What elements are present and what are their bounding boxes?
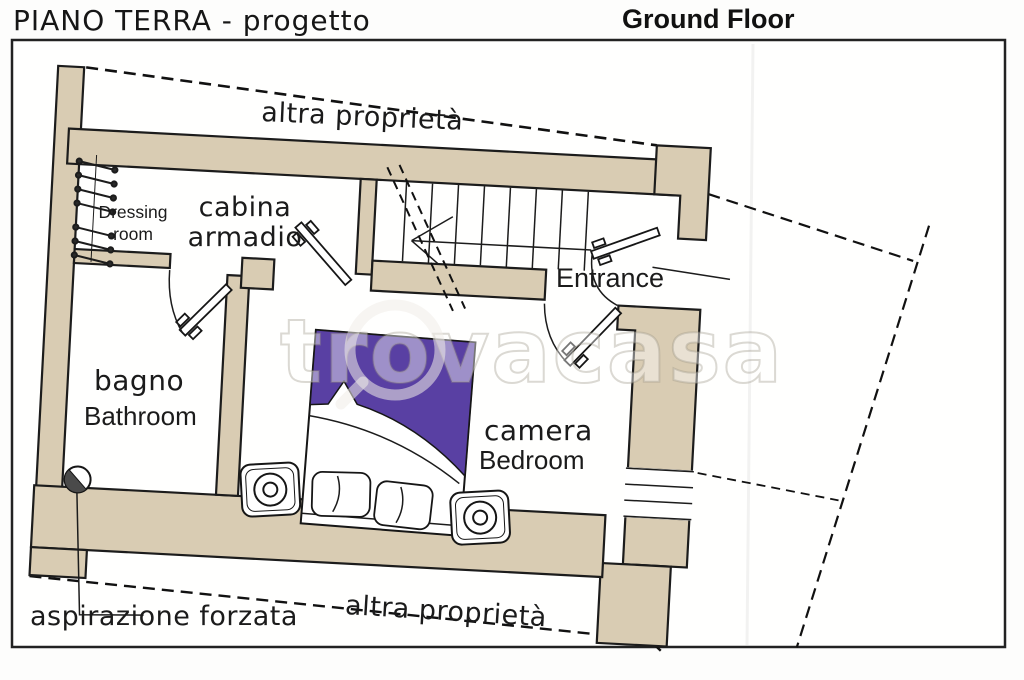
pillow-icon [310,470,372,518]
wall-stair-south [369,259,548,301]
wall-stub-post [239,256,276,291]
dashed-top-boundary [85,66,658,147]
label-bedroom: Bedroom [479,445,585,475]
label-dressing-line2: room [113,223,153,244]
label-dressing-line1: Dressing [98,202,168,222]
nightstand-icon [449,489,511,546]
label-cabina-line1: cabina [198,192,292,223]
scan-crease [745,43,755,646]
bed-sheet-fold-line [309,414,460,485]
vent-leader-line [76,492,144,616]
label-bagno: bagno [94,364,185,397]
label-dressing-room: Dressing room [95,202,171,246]
label-forced-ventilation: aspirazione forzata [30,601,298,632]
pillow-icon [373,480,434,531]
wall-east-low [621,515,691,569]
label-camera: camera [484,414,593,447]
window-sill-line [624,499,693,505]
window [623,467,694,521]
stair-cut-line [386,166,454,312]
wall-se-block [595,561,673,648]
label-cabina-line2: armadio [187,222,303,254]
window-sill-line [625,483,694,489]
wall-sw-foot [28,545,89,580]
label-entrance: Entrance [556,263,665,293]
nightstand-icon [239,461,302,518]
entrance-door-arc [590,255,618,307]
page-title-italian: PIANO TERRA - progetto [13,4,371,37]
wall-ne-corner [653,144,712,242]
bathroom-door-arc [168,269,184,334]
entrance-door-icon [589,226,661,267]
window-sill-line [625,467,694,473]
entrance-step-line [652,266,731,281]
dashed-window-line [682,469,839,502]
label-bathroom: Bathroom [84,401,197,431]
stair-cut-line [398,164,466,309]
dashed-ne-boundary [708,193,914,262]
bedroom-door-icon [560,306,623,369]
stair-mid-line [411,239,592,251]
page-title-english: Ground Floor [622,4,795,34]
watermark: trovacasa [279,299,783,410]
watermark-magnifier-handle [335,376,369,410]
label-cabina-armadio: cabina armadio [176,192,314,254]
dashed-bottom-boundary [29,574,664,654]
closet-door-icon [291,219,353,287]
stairs [386,164,592,312]
property-dashed-lines [29,66,931,654]
hanger-rail-icon [70,155,119,268]
window-sill-line [623,515,692,521]
dashed-east-boundary [795,225,931,648]
vent-symbol-icon [63,465,144,616]
window-opening [623,467,694,521]
watermark-magnifier-icon [344,299,446,401]
doors [168,219,661,369]
bedroom-door-arc [543,303,568,364]
stair-winder-line [411,240,439,265]
